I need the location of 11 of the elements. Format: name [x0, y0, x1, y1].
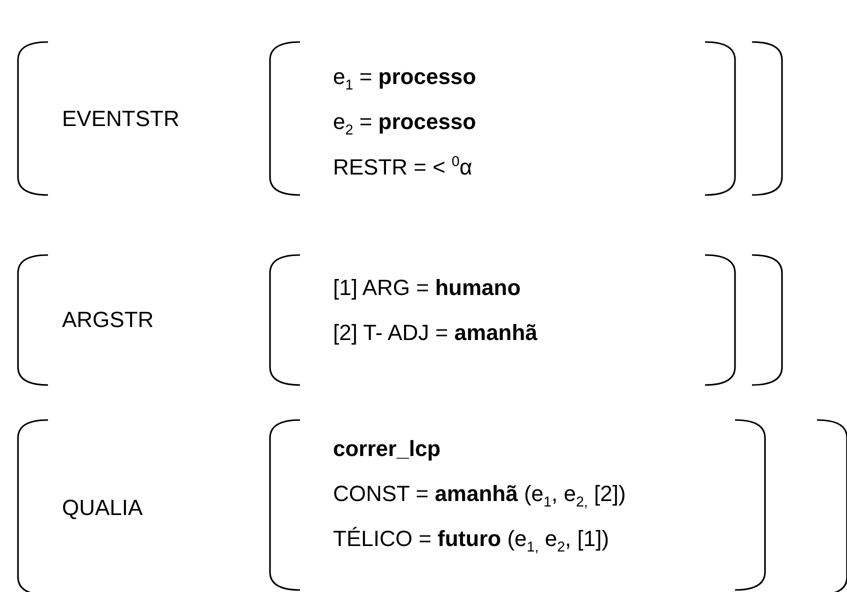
- attribute-value: e$_{2}$ = processo: [333, 109, 476, 138]
- attribute-value: [2] T- ADJ = amanhã: [333, 320, 538, 346]
- attribute-value: correr_lcp: [333, 436, 441, 462]
- feature-name: EVENTSTR: [62, 106, 180, 132]
- attribute-value: TÉLICO = futuro (e$_{1,}$ e$_{2}$, [1]): [333, 526, 610, 556]
- feature-name: QUALIA: [62, 494, 143, 520]
- attribute-value: CONST = amanhã (e$_{1}$, e$_{2,}$ [2]): [333, 481, 626, 510]
- attribute-value: e$_{1}$ = processo: [333, 64, 476, 94]
- attribute-value: RESTR = < $^{0}$α: [333, 154, 472, 180]
- attribute-value: [1] ARG = humano: [333, 275, 521, 301]
- feature-name: ARGSTR: [62, 307, 154, 333]
